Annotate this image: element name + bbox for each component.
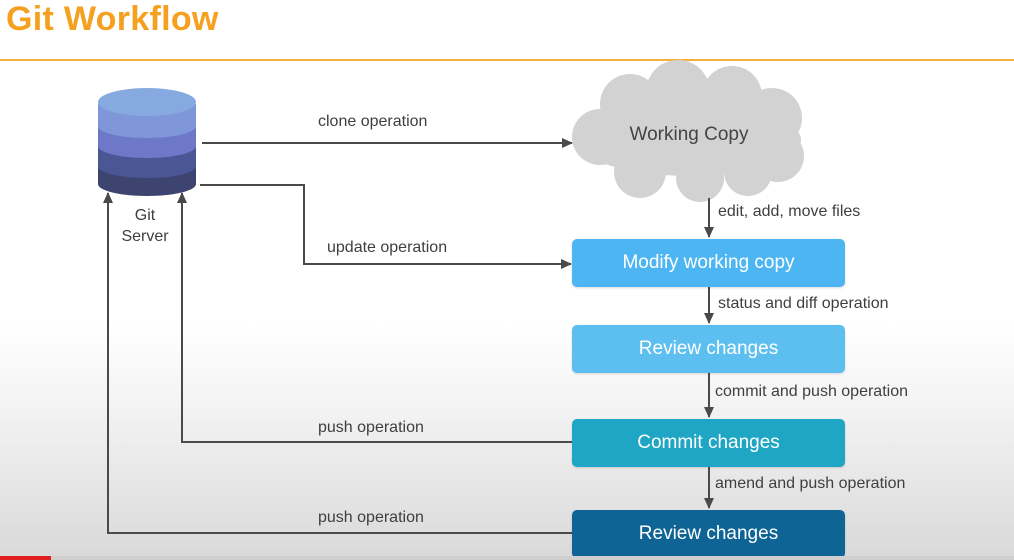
push-operation-label-1: push operation bbox=[318, 419, 424, 436]
video-progress-fill bbox=[0, 556, 51, 560]
git-server-label-line1: Git bbox=[134, 207, 156, 224]
git-server-label: Git Server bbox=[110, 205, 180, 247]
title-divider bbox=[0, 59, 1014, 61]
edit-files-label: edit, add, move files bbox=[718, 203, 861, 220]
commit-push-label: commit and push operation bbox=[715, 383, 908, 400]
review-changes-box-2: Review changes bbox=[572, 510, 845, 558]
push-arrow-1 bbox=[177, 192, 572, 443]
git-server-label-line2: Server bbox=[121, 228, 169, 245]
commit-changes-box: Commit changes bbox=[572, 419, 845, 467]
amend-push-label: amend and push operation bbox=[715, 475, 906, 492]
modify-working-copy-box: Modify working copy bbox=[572, 239, 845, 287]
git-server-icon bbox=[98, 88, 196, 196]
page-title: Git Workflow bbox=[6, 0, 219, 38]
cloud-icon bbox=[572, 60, 804, 202]
review-changes-box-1: Review changes bbox=[572, 325, 845, 373]
push-operation-label-2: push operation bbox=[318, 509, 424, 526]
push-arrow-2 bbox=[103, 192, 572, 534]
video-progress-bar[interactable] bbox=[0, 556, 1014, 560]
clone-operation-label: clone operation bbox=[318, 113, 428, 130]
update-arrow bbox=[200, 184, 572, 269]
update-operation-label: update operation bbox=[327, 239, 448, 256]
status-diff-label: status and diff operation bbox=[718, 295, 889, 312]
working-copy-label: Working Copy bbox=[629, 124, 749, 145]
